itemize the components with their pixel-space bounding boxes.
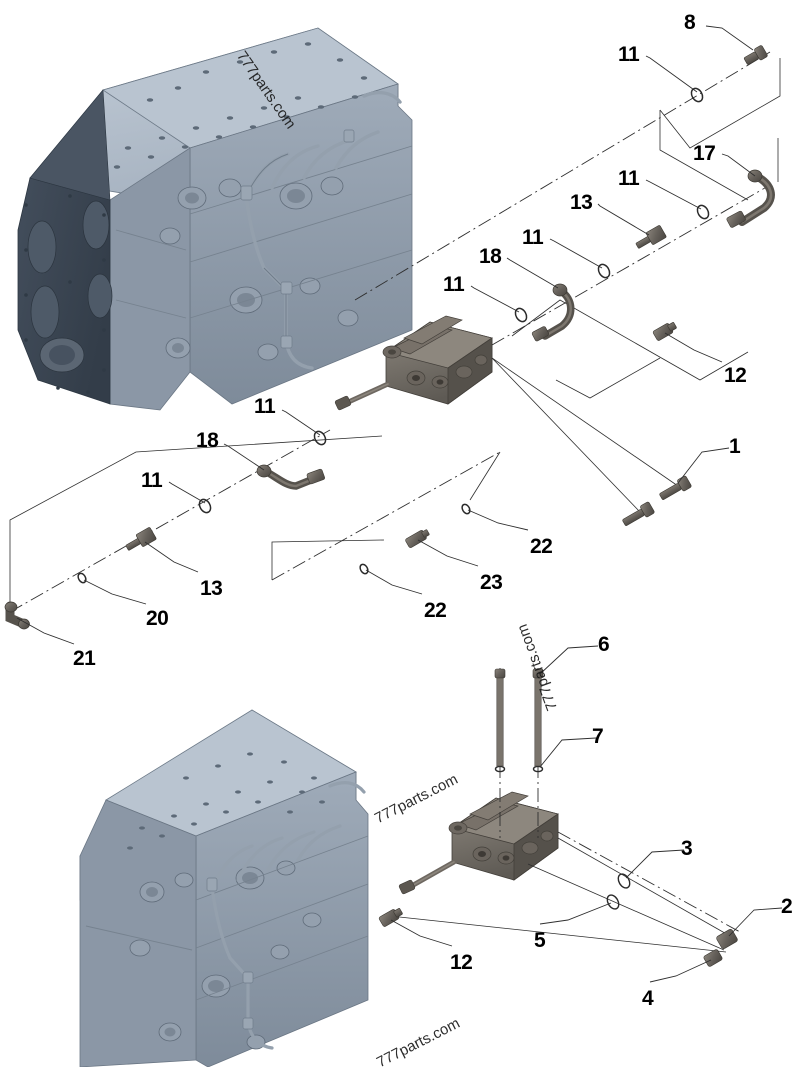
tube-17	[726, 169, 775, 228]
callout-11-lower: 11	[254, 395, 276, 418]
fitting-23	[405, 529, 430, 548]
tube-18-upper	[531, 283, 575, 342]
bolt-1-b	[622, 501, 655, 526]
callout-11-top: 11	[618, 43, 640, 66]
lower-leader-lines	[390, 645, 783, 983]
callout-7: 7	[592, 725, 604, 748]
bolt-1-a	[659, 475, 692, 500]
callout-11-mid-right: 11	[618, 167, 640, 190]
callout-23: 23	[480, 571, 503, 594]
upper-fuel-pump	[334, 315, 493, 411]
callout-13-right: 13	[570, 191, 593, 214]
callout-2: 2	[781, 895, 793, 918]
lower-engine-block	[79, 709, 369, 1067]
upper-axis-lines	[9, 51, 781, 613]
callout-4: 4	[642, 987, 654, 1010]
callout-3: 3	[681, 837, 693, 860]
lower-washers	[494, 765, 631, 910]
callout-17: 17	[693, 142, 716, 165]
fitting-13-right	[635, 225, 667, 249]
callout-11-lower-2: 11	[141, 469, 163, 492]
callout-18-upper: 18	[479, 245, 502, 268]
callout-8: 8	[684, 11, 696, 34]
bolt-6-a	[494, 668, 506, 767]
bolt-6-b	[532, 668, 544, 767]
callout-5: 5	[534, 929, 546, 952]
upper-leader-lines	[16, 25, 756, 645]
fitting-2	[716, 929, 738, 949]
callout-12-lower: 12	[450, 951, 473, 974]
lower-axis-lines	[389, 668, 741, 953]
callout-20: 20	[146, 607, 169, 630]
callout-13-lower: 13	[200, 577, 223, 600]
upper-engine-block	[17, 27, 413, 411]
callout-18-lower: 18	[196, 429, 219, 452]
callout-11-mid: 11	[522, 226, 544, 249]
callout-11-left-mid: 11	[443, 273, 465, 296]
callout-22-upper: 22	[530, 535, 553, 558]
tube-18-lower	[256, 464, 325, 490]
callout-1: 1	[729, 435, 741, 458]
callout-21: 21	[73, 647, 96, 670]
fitting-13-lower	[125, 527, 157, 551]
callout-6: 6	[598, 633, 610, 656]
bolt-8	[743, 45, 768, 65]
elbow-21	[4, 601, 30, 630]
lower-fuel-pump	[398, 791, 559, 895]
fitting-12-right	[652, 322, 677, 341]
callout-12-right: 12	[724, 364, 747, 387]
callout-22-lower: 22	[424, 599, 447, 622]
fitting-12-lower	[378, 908, 403, 927]
